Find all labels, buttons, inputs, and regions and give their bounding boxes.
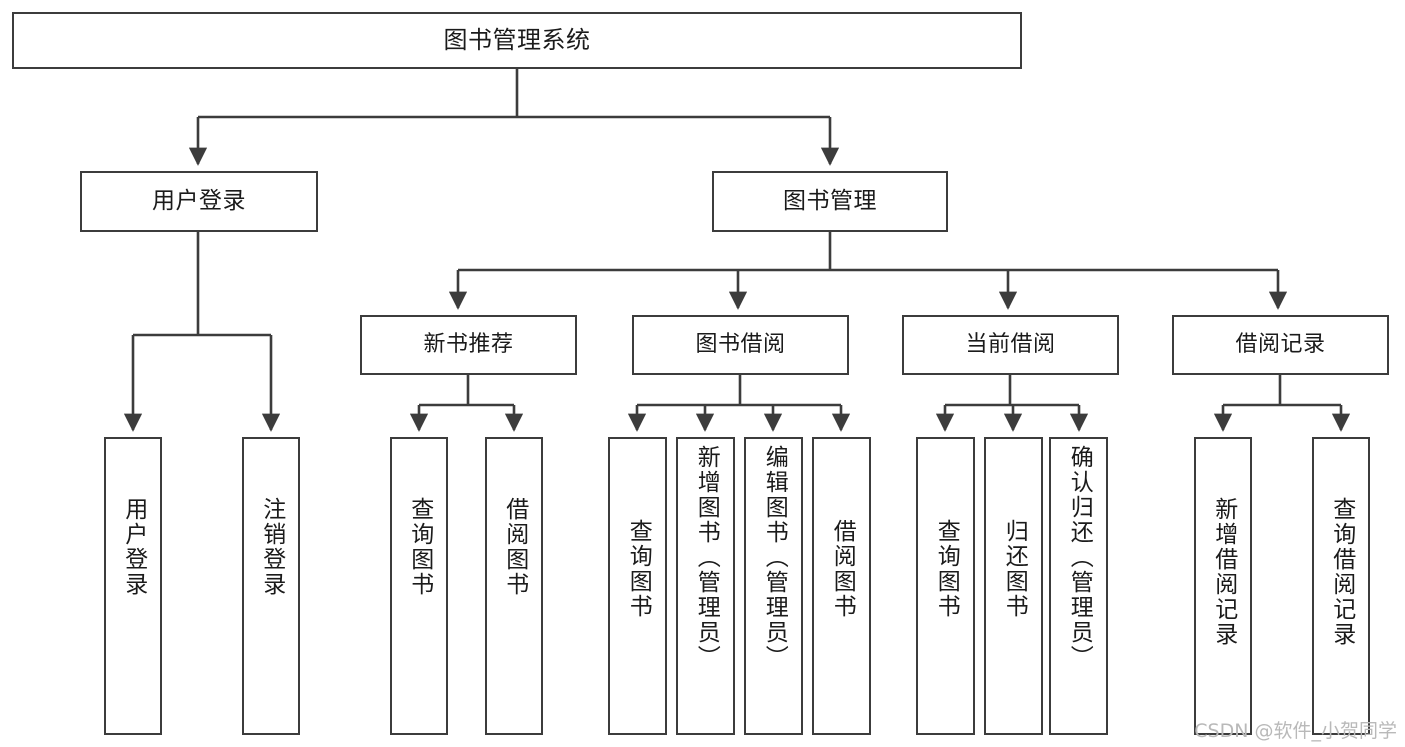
- node-label: 借阅记录: [1235, 332, 1326, 358]
- leaf-label: 用户登录: [120, 497, 147, 597]
- node-root-system[interactable]: 图书管理系统: [12, 12, 1022, 69]
- leaf-label: 借阅图书: [829, 519, 856, 619]
- node-label: 图书借阅: [695, 332, 786, 358]
- leaf-label: 注销登录: [258, 497, 285, 597]
- leaf-label: 查询图书: [933, 519, 960, 619]
- node-book-management[interactable]: 图书管理: [712, 171, 948, 232]
- leaf-label: 借阅图书: [501, 497, 528, 597]
- leaf-current-borrow-query[interactable]: 查询图书: [916, 437, 975, 735]
- node-new-book-recommend[interactable]: 新书推荐: [360, 315, 577, 375]
- leaf-borrow-record-query[interactable]: 查询借阅记录: [1312, 437, 1370, 735]
- node-label: 图书管理: [783, 188, 877, 215]
- leaf-borrow-record-add[interactable]: 新增借阅记录: [1194, 437, 1252, 735]
- leaf-label: 查询借阅记录: [1328, 497, 1355, 647]
- leaf-label: 查询图书: [406, 497, 433, 597]
- leaf-label: 编辑图书（管理员）: [761, 445, 788, 670]
- leaf-book-borrow-query[interactable]: 查询图书: [608, 437, 667, 735]
- leaf-label: 查询图书: [625, 519, 652, 619]
- watermark: CSDN @软件_小贺同学: [1194, 720, 1397, 742]
- node-current-borrow[interactable]: 当前借阅: [902, 315, 1119, 375]
- leaf-label: 新增借阅记录: [1210, 497, 1237, 647]
- node-user-login[interactable]: 用户登录: [80, 171, 318, 232]
- node-book-borrow[interactable]: 图书借阅: [632, 315, 849, 375]
- node-label: 图书管理系统: [443, 25, 591, 54]
- leaf-new-book-query[interactable]: 查询图书: [390, 437, 448, 735]
- node-borrow-record[interactable]: 借阅记录: [1172, 315, 1389, 375]
- leaf-current-borrow-return[interactable]: 归还图书: [984, 437, 1043, 735]
- leaf-label: 新增图书（管理员）: [693, 445, 720, 670]
- leaf-label: 归还图书: [1001, 519, 1028, 619]
- leaf-new-book-borrow[interactable]: 借阅图书: [485, 437, 543, 735]
- node-label: 用户登录: [152, 188, 246, 215]
- leaf-user-login-login[interactable]: 用户登录: [104, 437, 162, 735]
- leaf-label: 确认归还（管理员）: [1066, 445, 1093, 670]
- leaf-book-borrow-add[interactable]: 新增图书（管理员）: [676, 437, 735, 735]
- leaf-user-login-logout[interactable]: 注销登录: [242, 437, 300, 735]
- leaf-book-borrow-edit[interactable]: 编辑图书（管理员）: [744, 437, 803, 735]
- leaf-book-borrow-lend[interactable]: 借阅图书: [812, 437, 871, 735]
- leaf-current-borrow-confirm[interactable]: 确认归还（管理员）: [1049, 437, 1108, 735]
- node-label: 新书推荐: [423, 332, 514, 358]
- node-label: 当前借阅: [965, 332, 1056, 358]
